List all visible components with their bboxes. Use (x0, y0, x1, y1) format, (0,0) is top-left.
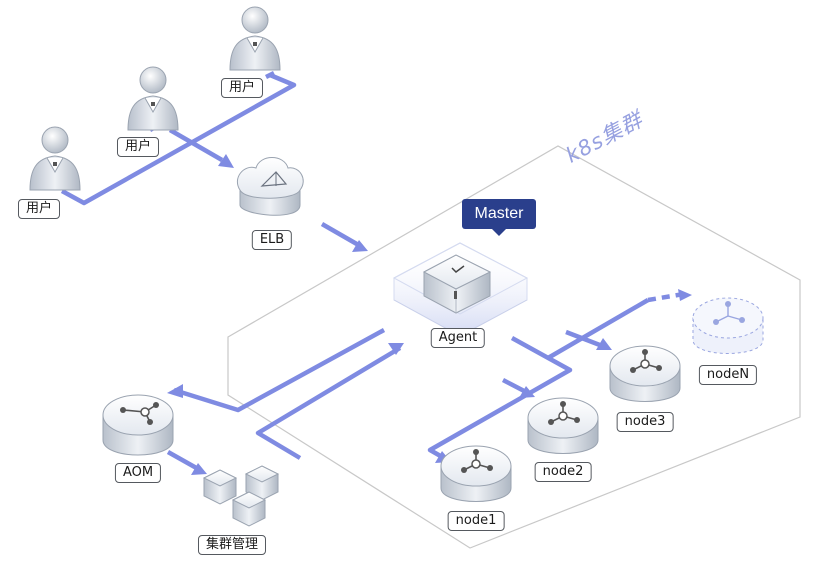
nodeN-icon (692, 297, 764, 354)
user-icon (29, 126, 81, 191)
cluster-mgmt-label: 集群管理 (197, 535, 267, 555)
master-device-icon (422, 254, 492, 314)
user-label: 用户 (17, 199, 61, 219)
elb-icon (236, 157, 304, 216)
node2-label: node2 (534, 462, 592, 482)
node3-icon (609, 345, 681, 402)
aom-icon (102, 394, 174, 456)
aom-label: AOM (114, 463, 162, 483)
mgmt-to-master-line (255, 346, 402, 460)
master-to-aom-line (173, 328, 386, 413)
user-backbone-line (60, 72, 297, 206)
cluster-mgmt-icon (202, 465, 280, 527)
user-label: 用户 (220, 78, 264, 98)
aom-to-mgmt-line (166, 450, 202, 472)
master-badge: Master (462, 199, 536, 236)
elb-label: ELB (251, 230, 293, 250)
agent-to-node3-upper-line (546, 298, 650, 360)
node3-label: node3 (616, 412, 674, 432)
cluster-boundary (227, 145, 801, 549)
nodeN-label: nodeN (698, 365, 758, 385)
agent-to-nodes-line (427, 336, 573, 460)
node2-icon (527, 397, 599, 454)
agent-to-nodeN-line (647, 291, 685, 303)
node1-label: node1 (447, 511, 505, 531)
flow-arrowheads (167, 154, 692, 475)
user-label: 用户 (116, 137, 160, 157)
agent-label: Agent (430, 328, 486, 348)
user-icon (229, 6, 281, 71)
users-to-elb-line (168, 128, 224, 162)
user-icon (127, 66, 179, 131)
user3-link-line (264, 70, 276, 80)
flow-lines (60, 70, 685, 472)
node1-icon (440, 445, 512, 502)
elb-to-master-line (320, 222, 364, 249)
agent-to-node3-line (565, 329, 606, 350)
